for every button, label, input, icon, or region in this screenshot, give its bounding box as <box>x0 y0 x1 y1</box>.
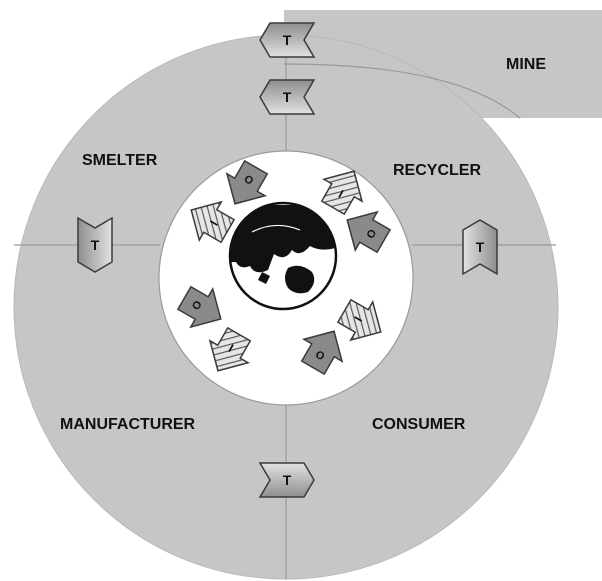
globe-icon <box>228 201 338 311</box>
mine-connector <box>283 63 521 119</box>
outflow-arrow-smelter: O <box>225 159 269 205</box>
transport-token-mine-2: T <box>259 79 316 115</box>
stage-label-smelter: SMELTER <box>82 152 158 169</box>
inflow-label: I <box>226 341 236 355</box>
transport-label: T <box>283 472 292 488</box>
inflow-label: I <box>207 218 221 228</box>
outflow-arrow-consumer: O <box>300 330 344 376</box>
transport-label: T <box>283 89 292 105</box>
stage-label-mine: MINE <box>506 56 546 73</box>
transport-label: T <box>283 32 292 48</box>
inflow-label: I <box>336 187 346 201</box>
inflow-arrow-consumer: I <box>336 298 382 342</box>
transport-token-mine-1: T <box>259 22 316 58</box>
inflow-arrow-smelter: I <box>190 200 236 244</box>
inflow-label: I <box>351 314 365 324</box>
outflow-arrow-recycler: O <box>346 210 392 254</box>
stage-label-consumer: CONSUMER <box>372 416 466 433</box>
outflow-arrow-manufacturer: O <box>176 285 222 329</box>
transport-token-smelter: T <box>77 216 113 273</box>
stage-label-manufacturer: MANUFACTURER <box>60 416 196 433</box>
transport-label: T <box>476 239 485 255</box>
transport-label: T <box>91 237 100 253</box>
inflow-arrow-recycler: I <box>320 170 364 216</box>
transport-token-consumer: T <box>258 462 315 498</box>
transport-token-recycler: T <box>462 219 498 276</box>
inflow-arrow-manufacturer: I <box>208 326 252 372</box>
stage-label-recycler: RECYCLER <box>393 162 481 179</box>
